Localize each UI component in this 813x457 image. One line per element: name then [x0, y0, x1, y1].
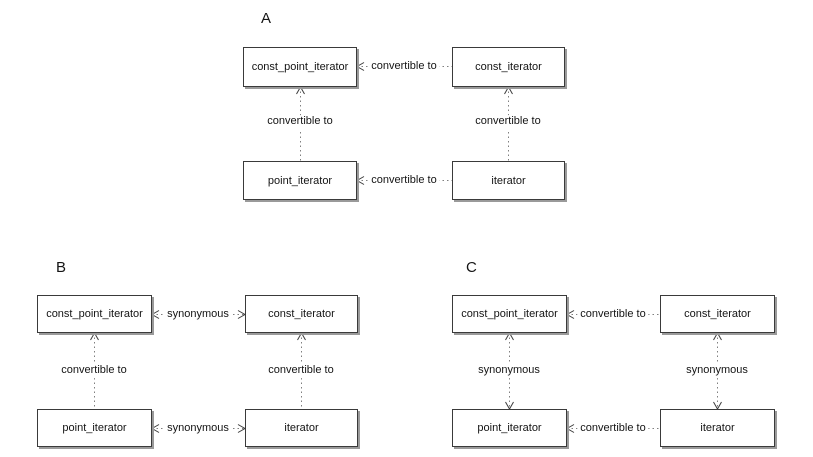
- diagram-a-node-const-point-iterator: const_point_iterator: [243, 47, 357, 87]
- node-label: const_iterator: [268, 308, 335, 320]
- diagram-b-edge-top-label: synonymous: [164, 308, 232, 322]
- node-label: const_point_iterator: [46, 308, 143, 320]
- diagram-a-node-const-iterator: const_iterator: [452, 47, 565, 87]
- diagram-b-edge-top-arrowhead-right-icon: [237, 310, 247, 319]
- diagram-c-edge-left-label: synonymous: [475, 364, 543, 378]
- diagram-a-edge-bottom-label: convertible to: [368, 174, 440, 188]
- diagram-c-edge-bottom-arrowhead-left-icon: [565, 424, 575, 433]
- diagram-c-node-const-point-iterator: const_point_iterator: [452, 295, 567, 333]
- diagram-a-edge-top-label: convertible to: [368, 60, 440, 74]
- node-label: const_point_iterator: [461, 308, 558, 320]
- diagram-c-edge-top-label: convertible to: [577, 308, 649, 322]
- diagram-b-edge-right-arrowhead-up-icon: [297, 331, 306, 341]
- diagram-c-node-point-iterator: point_iterator: [452, 409, 567, 447]
- node-label: const_iterator: [475, 61, 542, 73]
- node-label: iterator: [284, 422, 319, 434]
- diagram-b-node-const-point-iterator: const_point_iterator: [37, 295, 152, 333]
- node-label: const_point_iterator: [251, 61, 349, 73]
- diagram-b-edge-top-arrowhead-left-icon: [150, 310, 160, 319]
- diagram-c-edge-left-arrowhead-up-icon: [505, 331, 514, 341]
- node-label: const_iterator: [684, 308, 751, 320]
- diagram-b-edge-right-label: convertible to: [265, 364, 337, 378]
- node-label: point_iterator: [267, 174, 333, 187]
- node-label: point_iterator: [477, 422, 542, 434]
- diagram-c-node-const-iterator: const_iterator: [660, 295, 775, 333]
- diagram-a-edge-right-arrowhead-up-icon: [504, 85, 513, 95]
- node-label: iterator: [491, 174, 526, 187]
- diagram-b-edge-left-arrowhead-up-icon: [90, 331, 99, 341]
- diagram-b-edge-bottom-arrowhead-right-icon: [237, 424, 247, 433]
- diagram-b-edge-left-label: convertible to: [58, 364, 130, 378]
- diagram-a-edge-left-arrowhead-up-icon: [296, 85, 305, 95]
- node-label: point_iterator: [62, 422, 127, 434]
- diagram-b-label: B: [56, 259, 67, 276]
- diagram-c-edge-top-arrowhead-left-icon: [565, 310, 575, 319]
- diagram-b-node-point-iterator: point_iterator: [37, 409, 152, 447]
- diagram-a-edge-right-label: convertible to: [472, 115, 544, 129]
- diagram-b-edge-bottom-arrowhead-left-icon: [150, 424, 160, 433]
- diagram-a-edge-left-label: convertible to: [264, 115, 336, 129]
- diagram-a-node-iterator: iterator: [452, 161, 565, 200]
- diagram-a-edge-top-arrowhead-left-icon: [355, 62, 365, 71]
- diagram-a-node-point-iterator: point_iterator: [243, 161, 357, 200]
- diagram-c-node-iterator: iterator: [660, 409, 775, 447]
- diagram-b-edge-bottom-label: synonymous: [164, 422, 232, 436]
- node-label: iterator: [700, 422, 735, 434]
- diagram-c-edge-right-arrowhead-up-icon: [713, 331, 722, 341]
- diagram-b-node-const-iterator: const_iterator: [245, 295, 358, 333]
- diagram-c-edge-right-label: synonymous: [683, 364, 751, 378]
- diagram-a-edge-bottom-arrowhead-left-icon: [355, 176, 365, 185]
- diagram-a-label: A: [261, 10, 272, 27]
- diagram-c-label: C: [466, 259, 477, 276]
- diagram-c-edge-bottom-label: convertible to: [577, 422, 649, 436]
- diagram-b-node-iterator: iterator: [245, 409, 358, 447]
